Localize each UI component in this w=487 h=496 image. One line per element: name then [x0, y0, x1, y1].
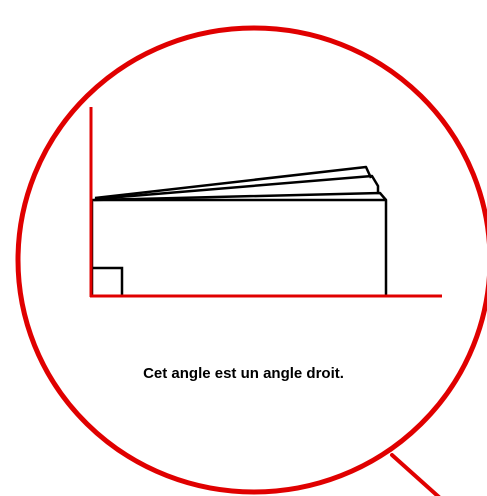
magnifier-handle — [390, 453, 441, 496]
book-cover-top — [93, 191, 387, 202]
book-middle-page — [94, 174, 380, 201]
caption-text: Cet angle est un angle droit. — [143, 365, 344, 382]
magnifier-lens — [15, 25, 487, 495]
book-top-page — [94, 165, 373, 200]
book-icon — [90, 165, 388, 298]
right-angle-marker-icon — [92, 266, 124, 296]
book-body — [90, 198, 388, 298]
